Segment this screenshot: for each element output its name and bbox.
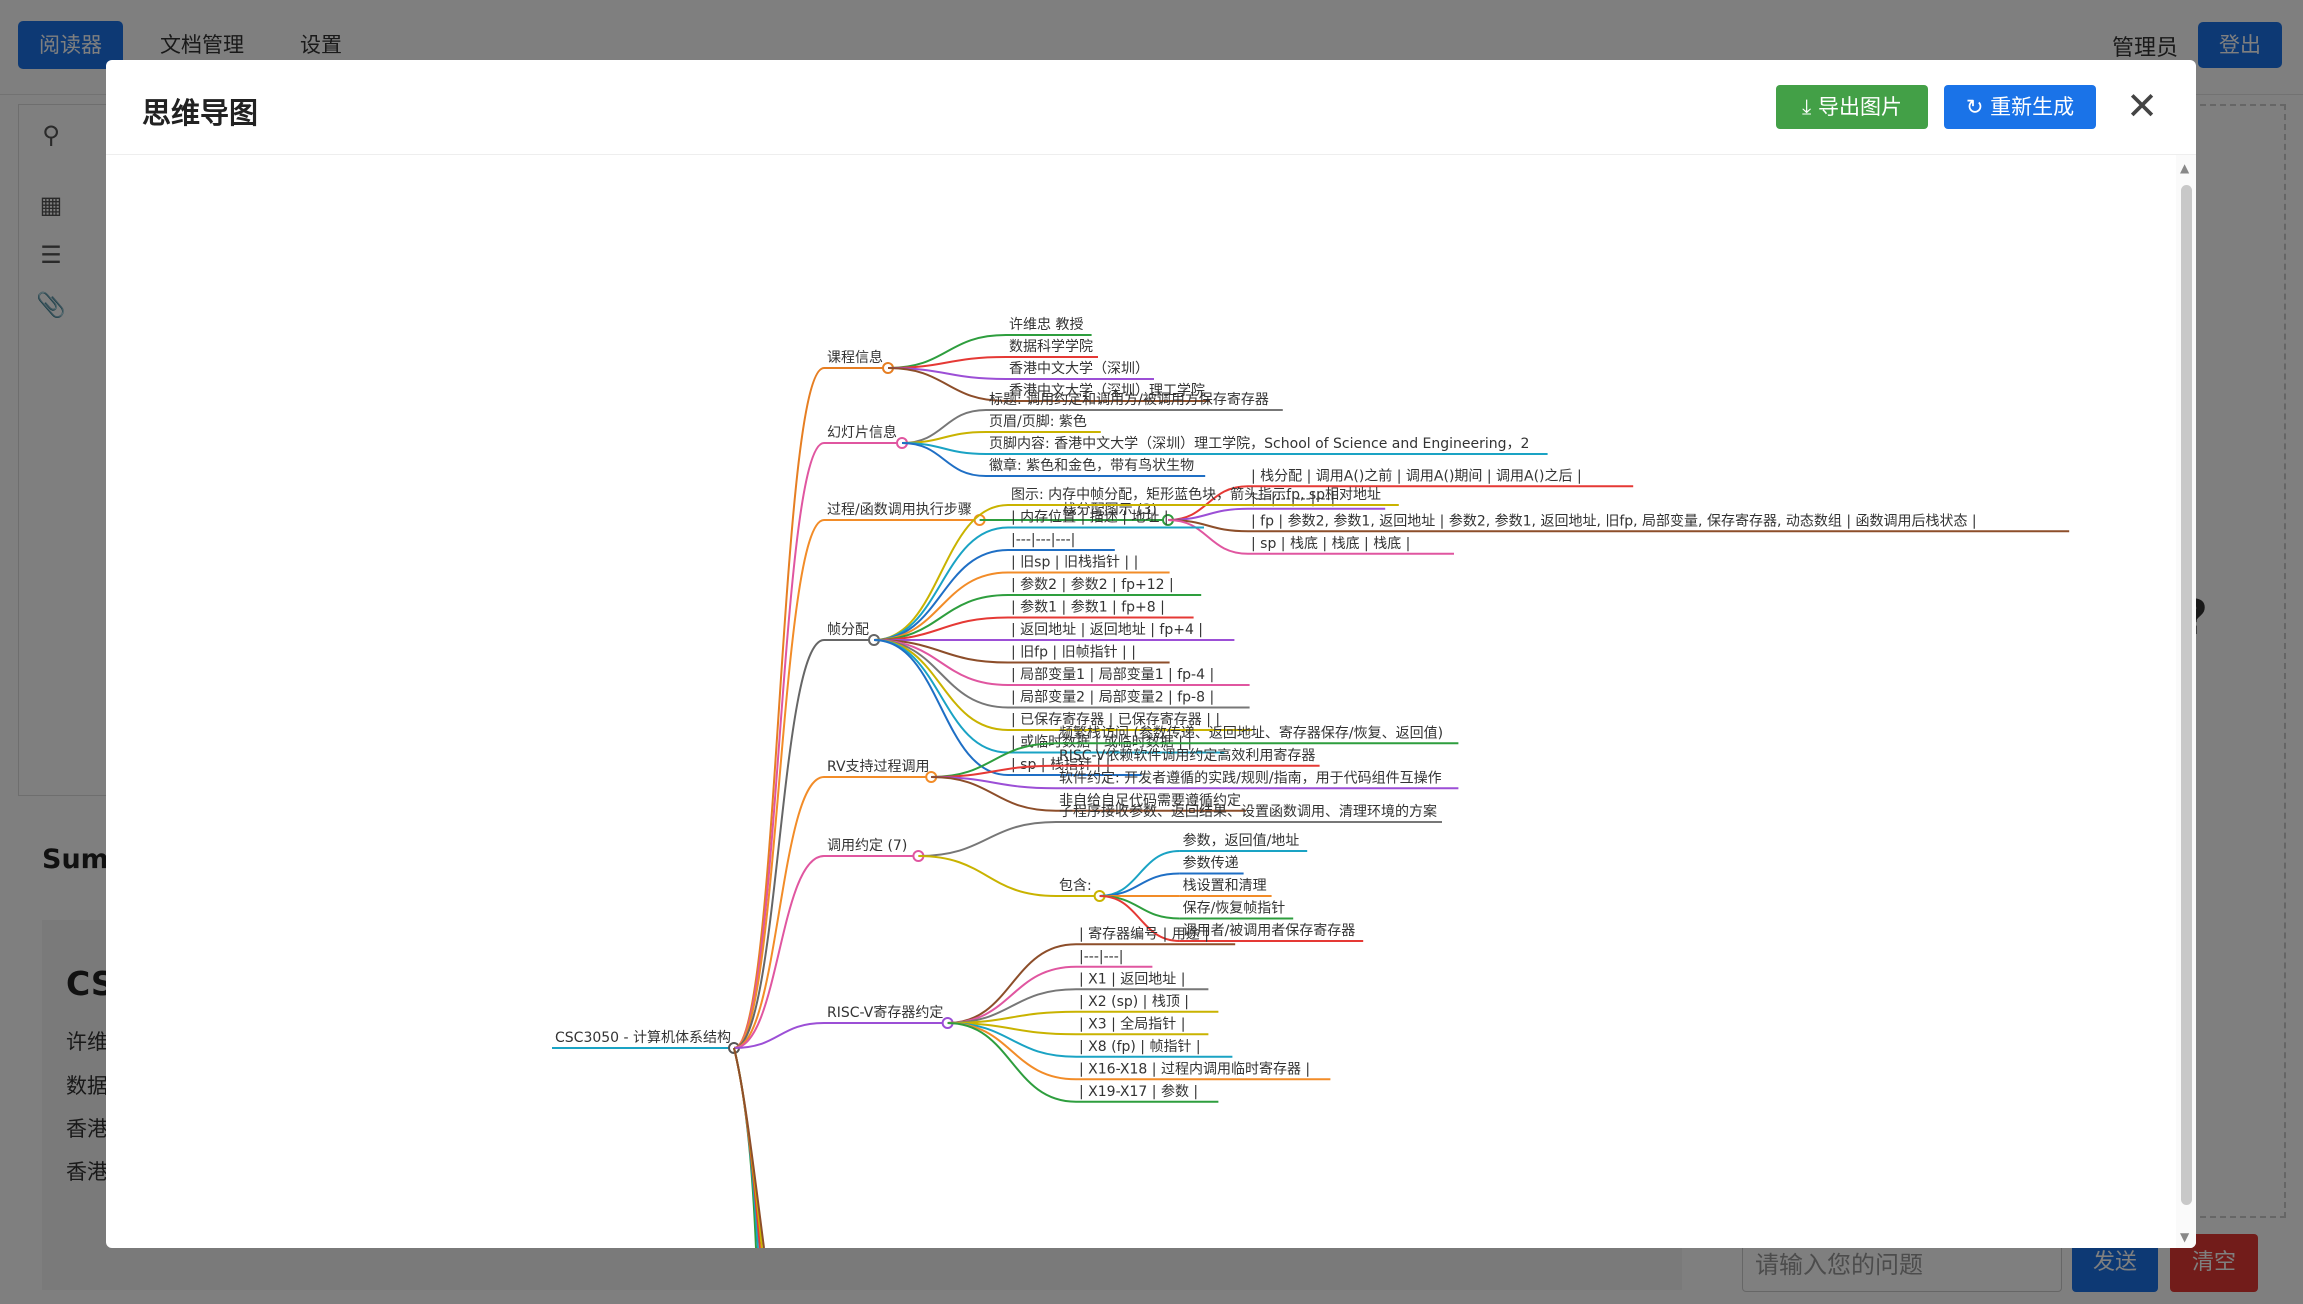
scroll-up-arrow[interactable]: ▲ xyxy=(2180,161,2190,175)
mindmap-leaf: RISC-V依赖软件调用约定高效利用寄存器 xyxy=(1059,747,1315,764)
scroll-down-arrow[interactable]: ▼ xyxy=(2180,1230,2190,1244)
branch-link xyxy=(733,442,825,1049)
leaf-link xyxy=(873,526,1009,641)
mindmap-leaf: | 局部变量2 | 局部变量2 | fp-8 | xyxy=(1011,690,1214,706)
leaf-link xyxy=(1099,895,1180,920)
export-label: 导出图片 xyxy=(1817,95,1902,119)
mindmap-leaf: | X2 (sp) | 栈顶 | xyxy=(1079,994,1189,1010)
modal-header: 思维导图 ⤓ 导出图片 ↻ 重新生成 ✕ xyxy=(106,60,2196,155)
mindmap-leaf: | 参数2 | 参数2 | fp+12 | xyxy=(1011,576,1174,593)
leaf-link xyxy=(887,367,1007,402)
leaf-link xyxy=(873,639,1009,776)
regenerate-label: 重新生成 xyxy=(1990,95,2075,119)
leaf-link xyxy=(1167,519,1249,555)
leaf-link xyxy=(947,1022,1077,1081)
mindmap-branch: 幻灯片信息 xyxy=(827,424,897,441)
branch-link-offscreen xyxy=(733,1047,757,1248)
mindmap-leaf: | 寄存器编号 | 用途 | xyxy=(1079,925,1209,942)
mindmap-branch: RV支持过程调用 xyxy=(827,759,930,775)
branch-link xyxy=(733,1022,825,1049)
leaf-link xyxy=(1099,895,1180,942)
mindmap-leaf: 参数传递 xyxy=(1183,855,1239,872)
branch-link-offscreen xyxy=(733,1047,763,1248)
refresh-icon: ↻ xyxy=(1965,95,1984,119)
mindmap-leaf: | X16-X18 | 过程内调用临时寄存器 | xyxy=(1079,1060,1310,1077)
mindmap-leaf: 调用者/被调用者保存寄存器 xyxy=(1183,922,1356,939)
mindmap-leaf: 徽章: 紫色和金色，带有鸟状生物 xyxy=(989,457,1194,474)
mindmap-leaf: | 参数1 | 参数1 | fp+8 | xyxy=(1011,599,1165,616)
mindmap-leaf: 香港中文大学（深圳）理工学院 xyxy=(1009,383,1205,399)
mindmap-leaf: 许维忠 教授 xyxy=(1009,317,1083,333)
leaf-link xyxy=(873,639,1009,754)
leaf-link xyxy=(1099,872,1180,897)
mindmap-leaf: 频繁栈访问 (参数传递、返回地址、寄存器保存/恢复、返回值) xyxy=(1059,724,1443,741)
leaf-link xyxy=(873,639,1009,731)
mindmap-leaf: | fp | 参数2, 参数1, 返回地址 | 参数2, 参数1, 返回地址, … xyxy=(1251,512,1977,529)
mindmap-leaf: 标题: 调用约定和调用方/被调用方保存寄存器 xyxy=(989,391,1269,408)
mindmap-leaf: | 栈分配 | 调用A()之前 | 调用A()期间 | 调用A()之后 | xyxy=(1251,467,1582,484)
mindmap-leaf: 香港中文大学（深圳） xyxy=(1009,361,1149,377)
scrollbar[interactable]: ▲ ▼ xyxy=(2176,155,2196,1248)
download-icon: ⤓ xyxy=(1802,95,1812,119)
close-icon[interactable]: ✕ xyxy=(2126,84,2158,128)
leaf-link xyxy=(873,549,1009,641)
leaf-link xyxy=(918,855,1057,897)
mindmap-leaf: | 局部变量1 | 局部变量1 | fp-4 | xyxy=(1011,667,1214,683)
mindmap-branch: 帧分配 xyxy=(827,622,869,638)
leaf-link xyxy=(947,965,1077,1024)
leaf-link xyxy=(918,821,1057,857)
branch-link xyxy=(733,639,825,1049)
branch-link xyxy=(733,776,825,1049)
mindmap-canvas[interactable]: CSC3050 - 计算机体系结构 课程信息 许维忠 教授数据科学学院香港中文大学（… xyxy=(106,155,2176,1248)
modal-title: 思维导图 xyxy=(142,96,259,130)
mindmap-leaf: | sp | 栈底 | 栈底 | 栈底 | xyxy=(1251,536,1410,552)
mindmap-leaf: | 内存位置 | 描述 | 地址 | xyxy=(1011,510,1169,526)
mindmap-leaf: 保存/恢复帧指针 xyxy=(1183,900,1286,917)
mindmap-leaf: 页脚内容: 香港中文大学（深圳）理工学院，School of Science a… xyxy=(989,435,1529,452)
mindmap-leaf: | X3 | 全局指针 | xyxy=(1079,1015,1185,1032)
mindmap-leaf: 软件约定: 开发者遵循的实践/规则/指南，用于代码组件互操作 xyxy=(1059,769,1442,786)
leaf-link xyxy=(873,504,1009,641)
mindmap-leaf: |---|---|---|---| xyxy=(1251,491,1335,507)
mindmap-modal: 思维导图 ⤓ 导出图片 ↻ 重新生成 ✕ CSC3050 - 计算机体系结构 课程… xyxy=(106,60,2196,1248)
mindmap-leaf: | X1 | 返回地址 | xyxy=(1079,971,1185,987)
mindmap-leaf: 非自给自足代码需要遵循约定 xyxy=(1059,792,1241,809)
mindmap-leaf: |---|---|---| xyxy=(1011,532,1075,548)
export-image-button[interactable]: ⤓ 导出图片 xyxy=(1776,85,1928,129)
mindmap-leaf: 页眉/页脚: 紫色 xyxy=(989,413,1087,430)
regenerate-button[interactable]: ↻ 重新生成 xyxy=(1944,85,2096,129)
mindmap-leaf: | 返回地址 | 返回地址 | fp+4 | xyxy=(1011,622,1203,638)
mindmap-leaf: | 旧fp | 旧帧指针 | | xyxy=(1011,645,1136,661)
leaf-link xyxy=(931,776,1057,812)
mindmap-branch: 课程信息 xyxy=(827,349,883,366)
mindmap-branch: RISC-V寄存器约定 xyxy=(827,1004,943,1021)
mindmap-leaf: 参数，返回值/地址 xyxy=(1183,832,1300,849)
mindmap-leaf: | X8 (fp) | 帧指针 | xyxy=(1079,1039,1201,1055)
mindmap-leaf: 数据科学学院 xyxy=(1009,339,1093,355)
mindmap-leaf: 图示: 内存中帧分配，矩形蓝色块，箭头指示fp, sp相对地址 xyxy=(1011,486,1381,503)
mindmap-leaf: | X19-X17 | 参数 | xyxy=(1079,1083,1198,1100)
mindmap-branch: 调用约定 (7) xyxy=(827,838,907,854)
scrollbar-thumb[interactable] xyxy=(2181,185,2192,1205)
branch-link-offscreen xyxy=(733,1047,765,1248)
mindmap-leaf: 包含: xyxy=(1059,878,1092,894)
branch-link xyxy=(733,855,825,1049)
branch-link xyxy=(733,519,825,1049)
mindmap-leaf: | 已保存寄存器 | 已保存寄存器 | | xyxy=(1011,711,1220,728)
mindmap-branch: 过程/函数调用执行步骤 xyxy=(827,502,972,518)
branch-link xyxy=(733,367,825,1049)
mindmap-leaf: | 旧sp | 旧栈指针 | | xyxy=(1011,555,1138,571)
leaf-link xyxy=(947,1022,1077,1103)
leaf-link xyxy=(901,442,987,477)
mindmap-root: CSC3050 - 计算机体系结构 xyxy=(555,1030,731,1046)
mindmap-svg: CSC3050 - 计算机体系结构 课程信息 许维忠 教授数据科学学院香港中文大学（… xyxy=(552,317,2070,1248)
mindmap-leaf: 栈设置和清理 xyxy=(1183,878,1267,894)
mindmap-leaf: 子程序接收参数、返回结果、设置函数调用、清理环境的方案 xyxy=(1059,803,1437,820)
mindmap-leaf: |---|---| xyxy=(1079,949,1123,965)
